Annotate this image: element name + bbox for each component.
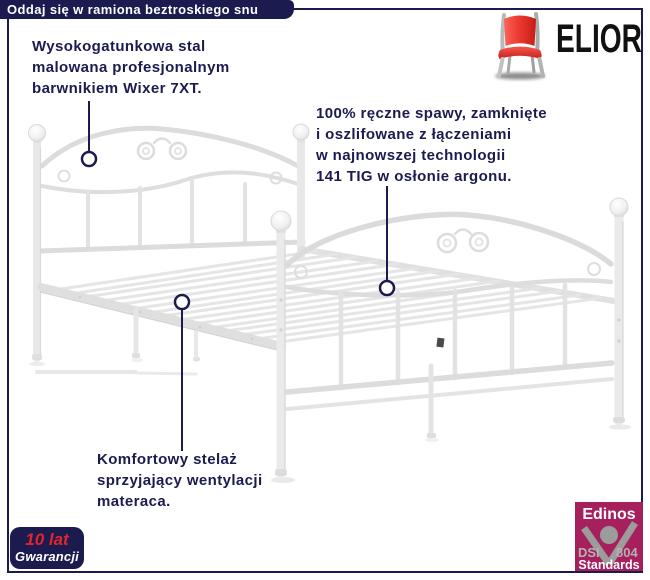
cert-bottom: Standards [578, 558, 639, 571]
callout-text-welds: 100% ręczne spawy, zamknięte i oszlifowa… [316, 103, 547, 187]
callout-line: Komfortowy stelaż [97, 451, 238, 468]
callout-dot-steel [80, 150, 98, 168]
callout-dot-welds [378, 279, 396, 297]
brand-logo: ELIOR [488, 8, 648, 86]
callout-text-base: Komfortowy stelaż sprzyjający wentylacji… [97, 449, 263, 512]
callout-line: materaca. [97, 493, 171, 510]
cert-left: DSI [578, 545, 600, 560]
floor-shadows [29, 358, 631, 483]
warranty-badge: 10 lat Gwarancji [10, 527, 84, 569]
v-check-logo [581, 521, 638, 566]
red-chair-icon [495, 12, 545, 80]
slat-platform [35, 246, 617, 376]
callout-line: barwnikiem Wixer 7XT. [32, 80, 202, 97]
callout-line: sprzyjający wentylacji [97, 472, 263, 489]
warranty-duration: 10 lat [25, 530, 69, 549]
warranty-label: Gwarancji [15, 549, 79, 564]
callout-line: w najnowszej technologii [316, 147, 506, 164]
cert-brand: Edinos [582, 506, 635, 523]
callout-dot-base [173, 293, 191, 311]
callout-line: 100% ręczne spawy, zamknięte [316, 105, 548, 122]
callout-text-steel: Wysokogatunkowa stal malowana profesjona… [32, 36, 230, 99]
cert-right: 804 [616, 545, 638, 560]
callout-line: Wysokogatunkowa stal [32, 38, 206, 55]
callout-markers [80, 101, 396, 451]
footboard [270, 197, 629, 478]
cert-badge: Edinos DSI 804 Standards [575, 502, 643, 572]
headline-text: Oddaj się w ramiona beztroskiego snu [7, 2, 259, 17]
brand-name: ELIOR [556, 17, 642, 61]
headboard [28, 123, 310, 362]
callout-line: i oszlifowane z łączeniami [316, 126, 512, 143]
callout-line: malowana profesjonalnym [32, 59, 230, 76]
callout-line: 141 TIG w osłonie argonu. [316, 168, 512, 185]
frame-label-tag [436, 337, 445, 348]
headline-banner: Oddaj się w ramiona beztroskiego snu [0, 0, 294, 19]
